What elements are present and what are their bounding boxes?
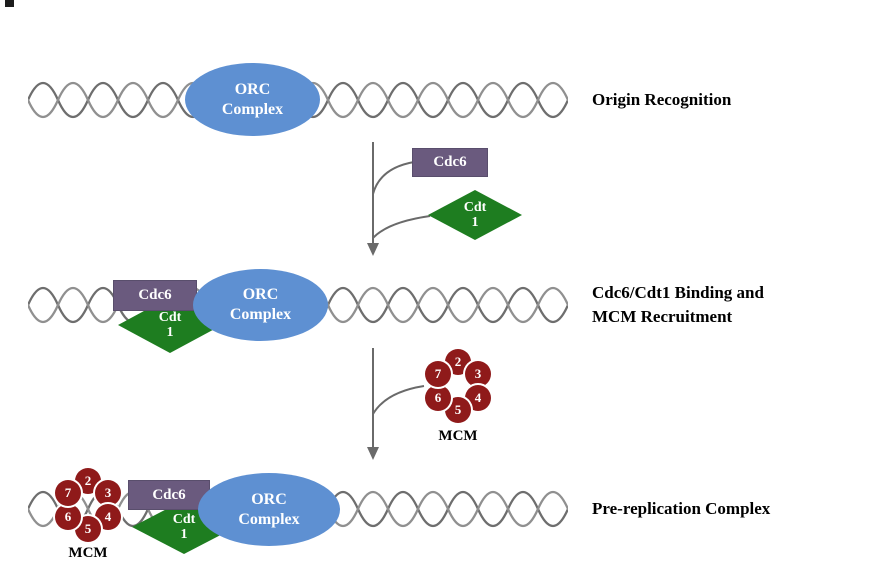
orc-complex-ellipse: ORC Complex	[193, 269, 328, 341]
cdt1-label-line1: Cdt	[463, 200, 487, 215]
cdt1-label-line2: 1	[180, 527, 188, 542]
cdc6-label: Cdc6	[433, 154, 467, 170]
orc-label-line1: ORC	[234, 80, 271, 98]
cdt1-label-line1: Cdt	[172, 512, 196, 527]
corner-artifact-mark	[5, 0, 14, 7]
mcm-ring-prerc: 2 3 4 5 6 7	[50, 467, 126, 543]
cdc6-box-free: Cdc6	[412, 148, 488, 177]
orc-label-line1: ORC	[251, 490, 287, 508]
mcm-ring-free: 2 3 4 5 6 7	[420, 348, 496, 424]
down-arrow-step2-icon	[367, 348, 425, 460]
orc-label-line2: Complex	[229, 306, 292, 323]
down-arrow-step1-icon	[367, 142, 431, 256]
mcm-subunit-3: 3	[95, 480, 121, 506]
mcm-subunit-6: 6	[55, 504, 81, 530]
orc-label-line2: Complex	[238, 510, 300, 528]
orc-label-line2: Complex	[221, 100, 284, 118]
stage-label-binding: Cdc6/Cdt1 Binding and MCM Recruitment	[592, 281, 764, 329]
cdt1-label-line1: Cdt	[158, 310, 182, 325]
mcm-subunit-6: 6	[425, 385, 451, 411]
orc-complex-ellipse: ORC Complex	[198, 473, 340, 546]
orc-label-line1: ORC	[242, 286, 279, 303]
cdc6-label: Cdc6	[138, 287, 172, 303]
mcm-subunit-7: 7	[55, 480, 81, 506]
stage-label-pre-replication: Pre-replication Complex	[592, 499, 771, 518]
cdc6-box-bound: Cdc6	[113, 280, 197, 311]
cdc6-box-prerc: Cdc6	[128, 480, 210, 510]
stage-label-binding-line2: MCM Recruitment	[592, 307, 733, 326]
mcm-label: MCM	[438, 428, 478, 444]
cdt1-label-line2: 1	[166, 325, 174, 340]
mcm-subunit-3: 3	[465, 361, 491, 387]
cdc6-label: Cdc6	[152, 486, 186, 503]
stage-label-origin-recognition: Origin Recognition	[592, 90, 732, 109]
orc-complex-ellipse: ORC Complex	[185, 63, 320, 136]
mcm-subunit-7: 7	[425, 361, 451, 387]
stage-label-binding-line1: Cdc6/Cdt1 Binding and	[592, 283, 764, 302]
cdt1-label-line2: 1	[471, 215, 479, 230]
mcm-label: MCM	[68, 545, 108, 561]
